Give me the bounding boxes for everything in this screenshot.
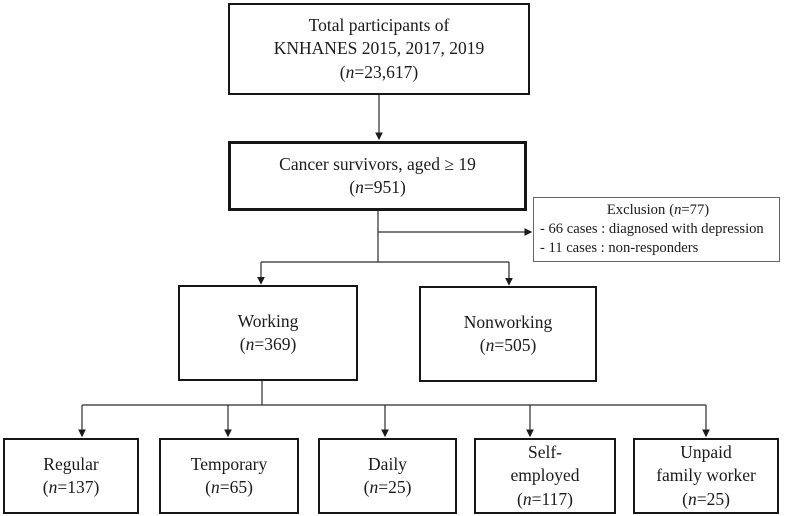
n-symbol: n [48, 477, 58, 497]
box-title-line: Temporary [190, 453, 268, 474]
paren-open: ( [669, 202, 675, 218]
box-title-line: family worker [656, 465, 756, 486]
box-temporary: Temporary (n=65) [159, 438, 299, 514]
sample-size: (n=23,617) [340, 61, 418, 85]
equals-sign: = [696, 488, 707, 509]
equals-sign: = [531, 488, 542, 509]
n-symbol: n [687, 488, 697, 509]
paren-close: ) [567, 488, 573, 509]
box-title-line: Self- [527, 441, 563, 462]
box-daily: Daily (n=25) [318, 438, 457, 514]
box-title-line: employed [510, 465, 580, 486]
paren-close: ) [412, 61, 419, 82]
n-symbol: n [522, 488, 532, 509]
paren-open: ( [239, 334, 246, 354]
n-symbol: n [485, 335, 495, 355]
n-value: 137 [67, 477, 94, 497]
n-value: 65 [229, 477, 248, 497]
equals-sign: = [363, 177, 374, 197]
equals-sign: = [681, 202, 690, 218]
n-value: 77 [689, 202, 705, 218]
sample-size: (n=505) [480, 334, 537, 358]
box-unpaid-family-worker: Unpaid family worker (n=25) [633, 438, 779, 514]
paren-close: ) [704, 202, 710, 218]
n-symbol: n [345, 61, 355, 82]
paren-open: ( [339, 61, 346, 82]
paren-open: ( [349, 177, 356, 197]
n-symbol: n [210, 477, 220, 497]
box-title-line: Cancer survivors, aged ≥ 19 [279, 153, 476, 174]
paren-close: ) [530, 335, 537, 355]
n-value: 951 [373, 177, 400, 197]
box-cancer-survivors: Cancer survivors, aged ≥ 19 (n=951) [228, 141, 527, 211]
exclusion-title-text: Exclusion [606, 202, 666, 218]
box-self-employed: Self- employed (n=117) [474, 438, 616, 514]
paren-open: ( [42, 477, 49, 497]
equals-sign: = [57, 477, 68, 497]
box-title-line: KNHANES 2015, 2017, 2019 [273, 38, 485, 59]
box-working: Working (n=369) [178, 285, 358, 381]
paren-open: ( [517, 488, 523, 509]
n-symbol: n [245, 334, 255, 354]
box-total-participants: Total participants of KNHANES 2015, 2017… [228, 3, 530, 95]
sample-size: (n=77) [669, 202, 709, 218]
box-title-line: Regular [43, 453, 99, 474]
box-regular: Regular (n=137) [3, 438, 139, 514]
paren-close: ) [93, 477, 100, 497]
box-nonworking: Nonworking (n=505) [419, 286, 597, 382]
sample-size: (n=951) [349, 176, 406, 200]
equals-sign: = [494, 335, 505, 355]
paren-close: ) [724, 488, 730, 509]
sample-size: (n=137) [43, 476, 100, 500]
box-title-line: Daily [368, 453, 407, 474]
equals-sign: = [219, 477, 230, 497]
box-title-line: Unpaid [680, 441, 732, 462]
exclusion-title: Exclusion(n=77) [540, 201, 776, 220]
n-symbol: n [369, 477, 379, 497]
box-title-line: Total participants of [308, 14, 450, 35]
n-value: 117 [541, 488, 568, 509]
n-value: 25 [706, 488, 725, 509]
paren-open: ( [205, 477, 211, 497]
box-exclusion: Exclusion(n=77) - 66 cases : diagnosed w… [533, 197, 780, 262]
exclusion-item: - 66 cases : diagnosed with depression [540, 221, 764, 237]
equals-sign: = [254, 334, 265, 354]
equals-sign: = [378, 477, 389, 497]
sample-size: (n=117) [517, 488, 573, 512]
sample-size: (n=25) [364, 476, 412, 500]
sample-size: (n=369) [240, 333, 297, 357]
n-value: 369 [264, 334, 291, 354]
paren-open: ( [479, 335, 486, 355]
box-title-line: Working [237, 310, 299, 331]
exclusion-item: - 11 cases : non-responders [540, 240, 699, 256]
paren-close: ) [399, 177, 406, 197]
n-symbol: n [674, 202, 682, 218]
paren-close: ) [405, 477, 412, 497]
paren-close: ) [247, 477, 253, 497]
box-title-line: Nonworking [463, 311, 553, 332]
paren-open: ( [682, 488, 688, 509]
n-value: 23,617 [364, 61, 413, 82]
sample-size: (n=65) [205, 476, 253, 500]
n-value: 505 [504, 335, 531, 355]
paren-open: ( [363, 477, 370, 497]
n-symbol: n [355, 177, 364, 197]
equals-sign: = [354, 61, 365, 82]
sample-size: (n=25) [682, 488, 730, 512]
paren-close: ) [290, 334, 297, 354]
n-value: 25 [388, 477, 406, 497]
